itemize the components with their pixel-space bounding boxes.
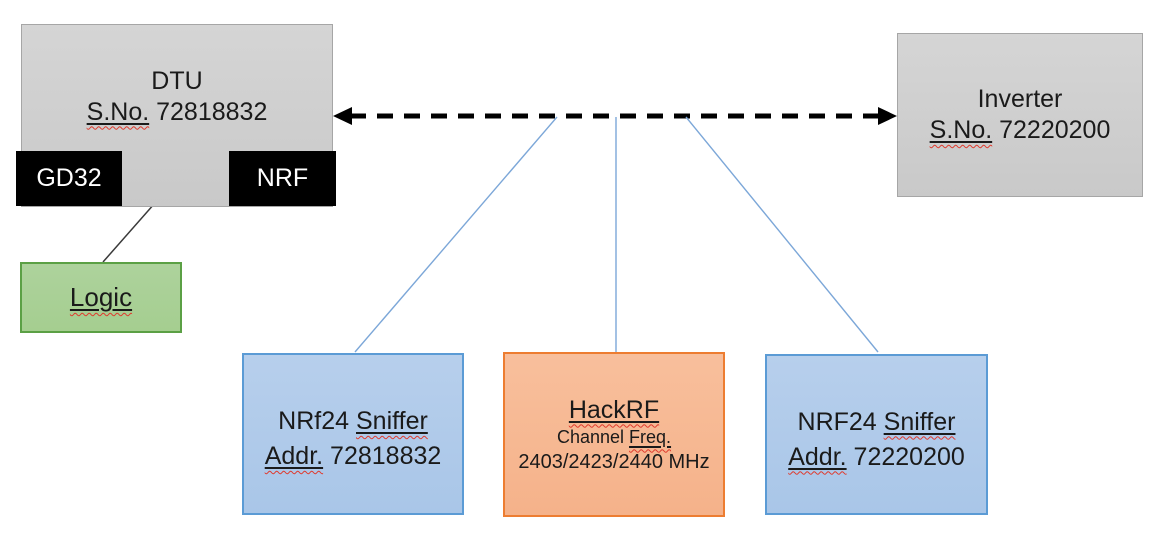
gd32-label: GD32 — [36, 164, 102, 192]
sniffer-left-name-plain: NRf24 — [278, 407, 350, 435]
sniffer-right-addr-label: Addr. — [788, 442, 847, 471]
arrowhead-right-icon — [878, 107, 897, 125]
arrowhead-left-icon — [333, 107, 352, 125]
inverter-serial: S.No. 72220200 — [930, 115, 1111, 146]
sniffer-right-addr-number: 72220200 — [853, 442, 965, 471]
dtu-serial-prefix: S.No. — [86, 97, 150, 126]
dtu-serial: S.No. 72818832 — [87, 97, 268, 128]
sniffer-left-box: NRf24 Sniffer Addr. 72818832 — [242, 353, 464, 515]
nrf-label: NRF — [256, 164, 309, 192]
inverter-serial-number: 72220200 — [999, 116, 1111, 144]
sniffer-right-name-flagged: Sniffer — [883, 407, 956, 436]
hackrf-channel-freq: Channel Freq. — [557, 426, 671, 449]
sniffer-left-addr-number: 72818832 — [330, 442, 442, 470]
hackrf-freq-label-flagged: Freq. — [629, 426, 672, 447]
sniffer-right-box: NRF24 Sniffer Addr. 72220200 — [765, 354, 988, 515]
sniffer-right-name: NRF24 Sniffer — [798, 405, 956, 440]
logic-box: Logic — [20, 262, 182, 333]
sniffer-left-addr-label: Addr. — [264, 442, 324, 470]
connector-sniffer-right — [685, 116, 879, 353]
sniffer-right-addr: Addr. 72220200 — [788, 440, 965, 475]
dtu-title: DTU — [151, 66, 203, 95]
sniffer-left-addr: Addr. 72818832 — [265, 439, 442, 474]
hackrf-title-line: HackRF — [569, 394, 659, 426]
hackrf-box: HackRF Channel Freq. 2403/2423/2440 MHz — [503, 352, 725, 517]
inverter-title: Inverter — [977, 85, 1063, 113]
logic-label: Logic — [69, 282, 133, 312]
connector-sniffer-left — [354, 116, 558, 353]
gd32-chip: GD32 — [16, 151, 122, 206]
nrf-chip: NRF — [229, 151, 336, 206]
hackrf-title: HackRF — [568, 395, 660, 424]
sniffer-right-name-plain: NRF24 — [797, 407, 877, 436]
inverter-box: Inverter S.No. 72220200 — [897, 33, 1143, 197]
sniffer-left-name: NRf24 Sniffer — [278, 404, 428, 439]
hackrf-freq-label-plain: Channel — [556, 426, 625, 447]
inverter-serial-prefix: S.No. — [929, 116, 993, 144]
dtu-serial-number: 72818832 — [156, 97, 268, 126]
hackrf-frequencies: 2403/2423/2440 MHz — [518, 450, 710, 473]
sniffer-left-name-flagged: Sniffer — [356, 407, 428, 435]
